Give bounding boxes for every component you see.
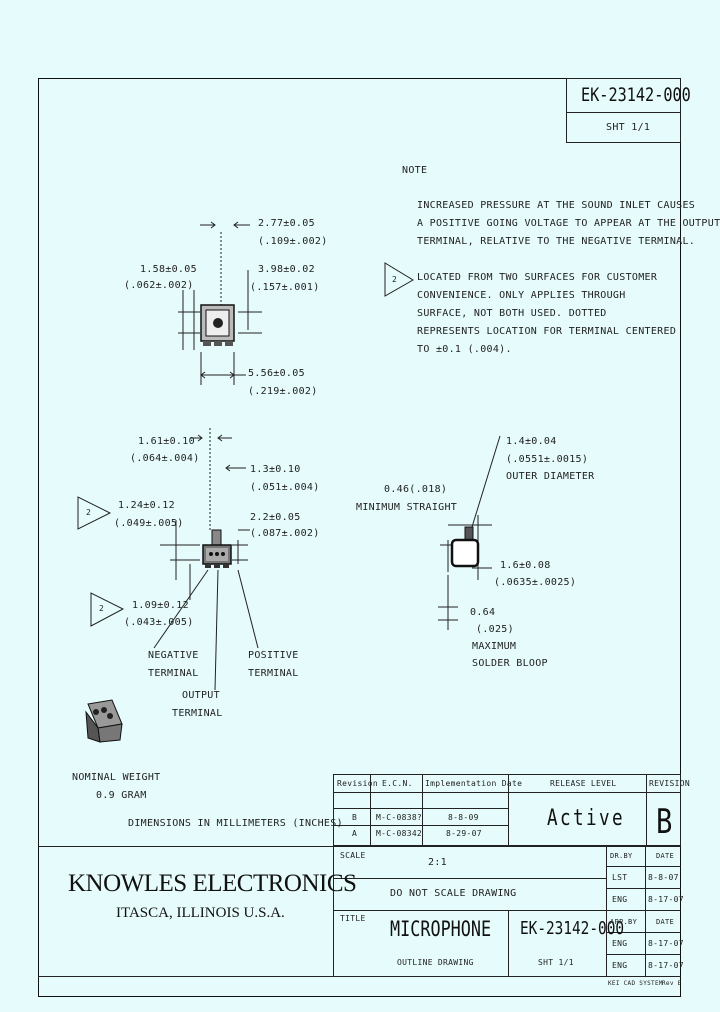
rev-row2-date: 8-29-07 [446, 829, 482, 838]
top-dim-c2: (.157±.001) [250, 282, 320, 293]
side-dim-b1: 1.3±0.10 [250, 464, 301, 475]
sig-row3-a: ENG [612, 895, 628, 904]
sig-row4-b: DATE [656, 918, 675, 926]
note2-marker: 2 [392, 275, 398, 284]
sig-row1-b: DATE [656, 852, 675, 860]
release-level-label: RELEASE LEVEL [550, 779, 617, 788]
note2-line5: TO ±0.1 (.004). [417, 344, 512, 355]
rev-row1-date: 8-8-09 [448, 813, 479, 822]
port-dim-c2: (.0635±.0025) [494, 577, 577, 588]
label-output-2: TERMINAL [172, 708, 223, 719]
port-dim-d1: 0.64 [470, 607, 496, 618]
side-note-marker-2: 2 [99, 604, 105, 613]
side-dim-c1: 2.2±0.05 [250, 512, 301, 523]
port-label-a: OUTER DIAMETER [506, 471, 595, 482]
note2-line3: SURFACE, NOT BOTH USED. DOTTED [417, 308, 607, 319]
side-dim-a2: (.064±.004) [130, 453, 200, 464]
top-dim-b1: 1.58±0.05 [140, 264, 197, 275]
sig-row4-a: APP.BY [610, 918, 638, 926]
note1-line2: A POSITIVE GOING VOLTAGE TO APPEAR AT TH… [417, 218, 720, 229]
title-sheet: SHT 1/1 [538, 958, 574, 967]
drawing-title: MICROPHONE [390, 917, 492, 941]
sig-row6-a: ENG [612, 961, 628, 970]
rev-row1-rev: B [352, 813, 358, 822]
rev-row1-ecn: M-C-0838? [376, 813, 423, 822]
weight-note-2: 0.9 GRAM [96, 790, 147, 801]
port-dim-a2: (.0551±.0015) [506, 454, 589, 465]
no-scale-note: DO NOT SCALE DRAWING [390, 888, 517, 899]
note2-line1: LOCATED FROM TWO SURFACES FOR CUSTOMER [417, 272, 658, 283]
side-dim-b2: (.051±.004) [250, 482, 320, 493]
sig-row5-a: ENG [612, 939, 628, 948]
label-positive-1: POSITIVE [248, 650, 299, 661]
note2-line4: REPRESENTS LOCATION FOR TERMINAL CENTERE… [417, 326, 677, 337]
label-negative-2: TERMINAL [148, 668, 199, 679]
port-dim-b2: MINIMUM STRAIGHT [356, 502, 458, 513]
port-dim-d2: (.025) [476, 624, 514, 635]
side-dim-c2: (.087±.002) [250, 528, 320, 539]
note2-line2: CONVENIENCE. ONLY APPLIES THROUGH [417, 290, 626, 301]
port-dim-b1: 0.46(.018) [384, 484, 448, 495]
title-label: TITLE [340, 914, 366, 923]
rev-header-ecn: E.C.N. [382, 779, 413, 788]
revision-value: B [656, 802, 673, 842]
port-dim-d4: SOLDER BLOOP [472, 658, 548, 669]
sig-row2-b: 8-8-07 [648, 873, 679, 882]
label-output-1: OUTPUT [182, 690, 220, 701]
sig-row3-b: 8-17-07 [648, 895, 684, 904]
top-dim-c1: 3.98±0.02 [258, 264, 315, 275]
side-note-marker-1: 2 [86, 508, 92, 517]
sig-row1-a: DR.BY [610, 852, 633, 860]
rev-row2-rev: A [352, 829, 358, 838]
company-name: KNOWLES ELECTRONICS [68, 870, 357, 897]
rev-row2-ecn: M-C-08342 [376, 829, 423, 838]
sig-row5-b: 8-17-07 [648, 939, 684, 948]
company-location: ITASCA, ILLINOIS U.S.A. [116, 905, 285, 921]
side-dim-e1: 1.09±0.12 [132, 600, 189, 611]
port-dim-c1: 1.6±0.08 [500, 560, 551, 571]
side-dim-d2: (.049±.005) [114, 518, 184, 529]
sig-row6-b: 8-17-07 [648, 961, 684, 970]
drawing-subtitle: OUTLINE DRAWING [397, 958, 474, 967]
rev-header-revision: Revision [337, 779, 378, 788]
top-dim-d2: (.219±.002) [248, 386, 318, 397]
scale-value: 2:1 [428, 857, 447, 868]
side-dim-a1: 1.61±0.10 [138, 436, 195, 447]
note1-line1: INCREASED PRESSURE AT THE SOUND INLET CA… [417, 200, 696, 211]
scale-label: SCALE [340, 851, 366, 860]
top-dim-d1: 5.56±0.05 [248, 368, 305, 379]
doc-number-header: EK-23142-000 [581, 84, 691, 106]
port-dim-a1: 1.4±0.04 [506, 436, 557, 447]
sheet-header: SHT 1/1 [606, 122, 651, 133]
footer-right: Rev E [662, 980, 682, 987]
drawing-frame [38, 78, 681, 997]
revision-table [333, 774, 681, 846]
notes-title: NOTE [402, 165, 428, 176]
revision-label: REVISION [649, 779, 690, 788]
label-negative-1: NEGATIVE [148, 650, 199, 661]
dimensions-note: DIMENSIONS IN MILLIMETERS (INCHES) [128, 818, 343, 829]
weight-note-1: NOMINAL WEIGHT [72, 772, 161, 783]
top-dim-a1: 2.77±0.05 [258, 218, 315, 229]
title-doc-number: EK-23142-000 [520, 918, 625, 939]
sig-row2-a: LST [612, 873, 628, 882]
doc-number-box [566, 78, 681, 143]
footer-left: KEI CAD SYSTEM [608, 980, 663, 987]
rev-header-date: Implementation Date [425, 779, 523, 788]
note1-line3: TERMINAL, RELATIVE TO THE NEGATIVE TERMI… [417, 236, 696, 247]
top-dim-b2: (.062±.002) [124, 280, 194, 291]
release-level-value: Active [547, 806, 625, 831]
label-positive-2: TERMINAL [248, 668, 299, 679]
title-block-top [38, 846, 681, 847]
port-dim-d3: MAXIMUM [472, 641, 517, 652]
side-dim-e2: (.043±.005) [124, 617, 194, 628]
top-dim-a2: (.109±.002) [258, 236, 328, 247]
side-dim-d1: 1.24±0.12 [118, 500, 175, 511]
